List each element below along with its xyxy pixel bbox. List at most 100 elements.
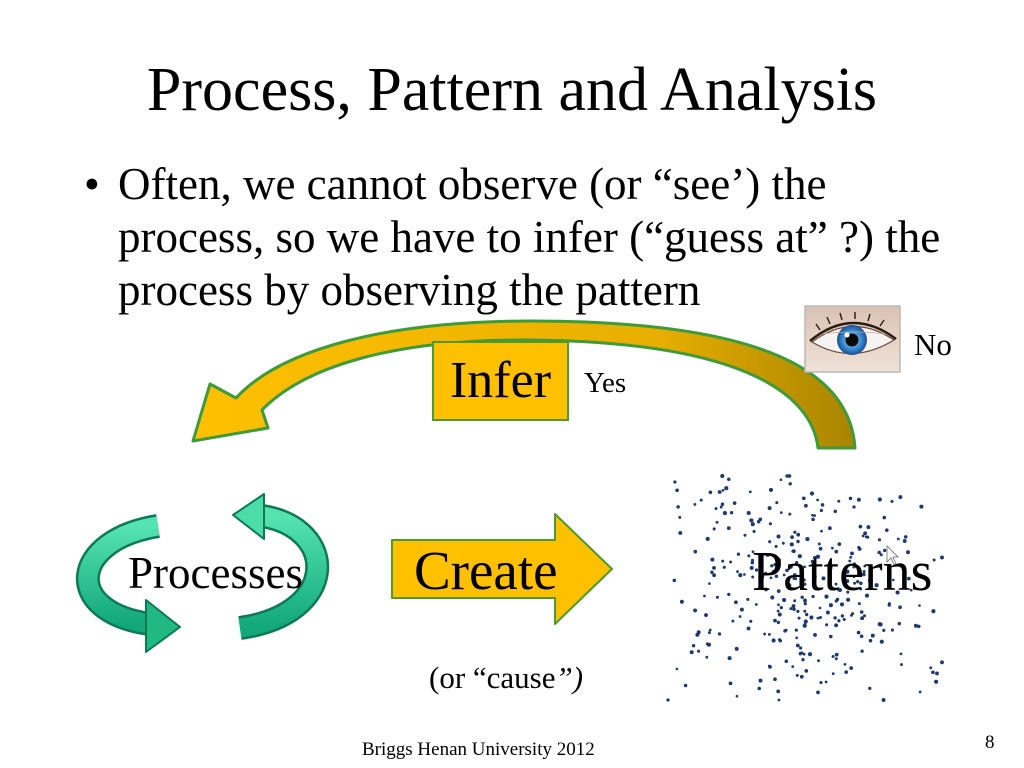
pattern-dot	[675, 667, 679, 671]
mouse-cursor-icon	[886, 544, 900, 566]
pattern-dot	[785, 568, 789, 573]
pattern-dot	[913, 623, 918, 628]
pattern-dot	[856, 497, 861, 502]
pattern-dot	[887, 603, 891, 607]
pattern-dot	[803, 619, 808, 624]
pattern-dot	[785, 474, 789, 478]
pattern-dot	[852, 575, 856, 579]
pattern-dot	[834, 623, 839, 628]
pattern-dot	[791, 604, 796, 609]
pattern-dot	[800, 595, 804, 600]
pattern-dot	[843, 583, 848, 588]
pattern-dot	[882, 515, 887, 520]
pattern-dot	[776, 689, 781, 694]
pattern-dot	[777, 603, 780, 607]
pattern-dot	[770, 564, 774, 568]
pattern-dot	[751, 575, 755, 579]
pattern-dot	[815, 554, 821, 559]
pattern-dot	[828, 526, 832, 531]
pattern-dot	[850, 551, 854, 556]
pattern-dot	[793, 599, 797, 603]
pattern-dot	[776, 620, 781, 625]
pattern-dot	[885, 528, 889, 532]
bullet-text: Often, we cannot observe (or “see’) the …	[118, 159, 941, 315]
pattern-dot	[794, 628, 798, 632]
pattern-dot	[843, 663, 847, 666]
pattern-dot	[805, 612, 809, 617]
pattern-dot	[721, 559, 725, 563]
pattern-dot	[764, 587, 768, 592]
pattern-dot	[879, 639, 884, 644]
pattern-dot	[756, 519, 761, 524]
pattern-dot	[693, 608, 698, 613]
pattern-dot	[689, 650, 694, 655]
pattern-dot	[727, 656, 732, 661]
pattern-dot	[731, 619, 735, 623]
pattern-dot	[776, 534, 781, 539]
pattern-dot	[781, 541, 785, 545]
pattern-dot	[811, 517, 815, 522]
pattern-dot	[729, 511, 734, 515]
pattern-dot	[803, 582, 807, 586]
pattern-dot	[749, 619, 753, 623]
pattern-dot	[934, 679, 939, 684]
pattern-dot	[896, 537, 900, 541]
pattern-dot	[727, 592, 731, 597]
pattern-dot	[931, 670, 935, 675]
pattern-dot	[712, 565, 716, 570]
pattern-dot	[852, 505, 856, 509]
pattern-dot	[678, 515, 682, 519]
pattern-dot	[691, 644, 696, 648]
pattern-dot	[798, 646, 803, 650]
pattern-dot	[877, 550, 881, 555]
pattern-dot	[704, 613, 708, 618]
pattern-dot	[776, 589, 781, 593]
pattern-dot	[817, 659, 820, 663]
pattern-dot	[747, 554, 751, 558]
pattern-dot	[859, 581, 863, 586]
pattern-dot	[768, 665, 772, 669]
pattern-dot	[846, 597, 851, 602]
pattern-dot	[940, 660, 944, 665]
pattern-dot	[853, 562, 856, 566]
pattern-dot	[801, 658, 805, 662]
pattern-dot	[776, 609, 780, 613]
pattern-dot	[940, 555, 944, 560]
pattern-dot	[774, 574, 779, 578]
pattern-dot	[697, 649, 701, 653]
pattern-dot	[931, 609, 936, 614]
pattern-dot	[754, 603, 758, 606]
pattern-dot	[696, 630, 701, 635]
pattern-dot	[705, 655, 709, 659]
pattern-dot	[715, 520, 719, 524]
pattern-dot	[831, 672, 835, 676]
pattern-dot	[863, 531, 868, 536]
cause-note-text: (or “cause	[429, 660, 556, 695]
pattern-dot	[683, 683, 688, 688]
curved-infer-arrow-icon	[191, 319, 857, 450]
pattern-dot	[767, 506, 772, 511]
pattern-dot	[738, 615, 742, 618]
pattern-dot	[792, 573, 797, 578]
pattern-dot	[809, 491, 815, 496]
pattern-dot	[859, 610, 864, 614]
pattern-dot	[790, 535, 794, 539]
pattern-dot	[775, 559, 780, 564]
pattern-dot	[760, 574, 765, 579]
pattern-dot	[802, 652, 806, 656]
pattern-dot	[782, 573, 786, 577]
pattern-dot	[918, 690, 922, 694]
pattern-dot	[795, 643, 800, 648]
pattern-dot	[831, 654, 835, 659]
pattern-dot	[784, 659, 789, 664]
pattern-dot	[868, 575, 872, 578]
pattern-dot	[750, 522, 755, 527]
pattern-dot	[805, 537, 810, 542]
pattern-dot	[771, 569, 776, 574]
pattern-dot	[803, 598, 807, 603]
pattern-dot	[732, 501, 737, 505]
pattern-dot	[736, 570, 739, 573]
pattern-dot	[863, 564, 867, 568]
pattern-dot	[798, 652, 802, 656]
pattern-dot	[743, 573, 746, 576]
